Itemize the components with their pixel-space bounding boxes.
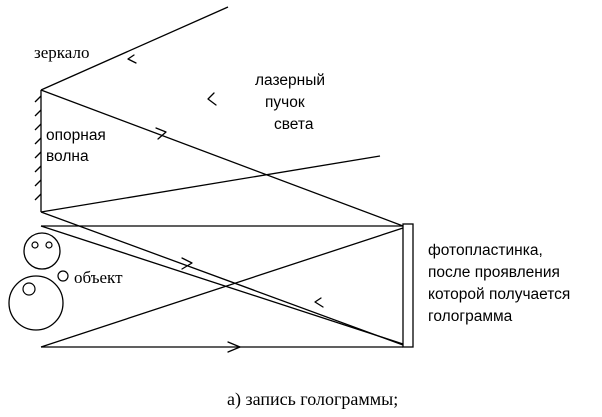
laser-beam-lower-ray bbox=[40, 155, 381, 213]
reflected-reference-ray-lower bbox=[40, 211, 404, 346]
arrow-reference-lower bbox=[181, 257, 193, 270]
arrow-reference-upper bbox=[155, 127, 167, 140]
arrow-object-ray-bottom bbox=[227, 341, 241, 353]
arrow-object-ray-up bbox=[314, 297, 324, 308]
label-plate-line4: голограмма bbox=[428, 308, 513, 325]
mirror-hatching bbox=[34, 95, 42, 201]
photo-plate bbox=[402, 223, 414, 348]
mirror bbox=[34, 90, 42, 212]
label-laser-line1: лазерный bbox=[255, 72, 325, 89]
arrow-laser-beam-lower bbox=[207, 92, 217, 106]
label-laser-line3: света bbox=[274, 116, 314, 133]
object-eye-left bbox=[31, 241, 39, 249]
object-ray-up bbox=[40, 227, 404, 348]
label-reference-line2: волна bbox=[46, 148, 89, 165]
object-figure bbox=[8, 232, 69, 331]
label-object: объект bbox=[74, 268, 123, 287]
object-ray-down bbox=[40, 225, 404, 345]
label-plate-line2: после проявления bbox=[428, 264, 560, 281]
label-mirror: зеркало bbox=[34, 43, 89, 62]
label-reference-line1: опорная bbox=[46, 127, 106, 144]
laser-beam-top-ray bbox=[40, 6, 229, 91]
reflected-reference-ray-upper bbox=[40, 89, 404, 227]
object-head bbox=[23, 232, 61, 270]
label-plate-line1: фотопластинка, bbox=[428, 242, 543, 259]
object-hand bbox=[57, 270, 69, 282]
label-laser-line2: пучок bbox=[265, 94, 305, 111]
label-plate-line3: которой получается bbox=[428, 286, 570, 303]
object-body bbox=[8, 275, 64, 331]
arrow-incoming-beam bbox=[127, 54, 137, 64]
object-button bbox=[22, 282, 36, 296]
object-eye-right bbox=[45, 241, 53, 249]
figure-caption: а) запись голограммы; bbox=[227, 389, 398, 410]
